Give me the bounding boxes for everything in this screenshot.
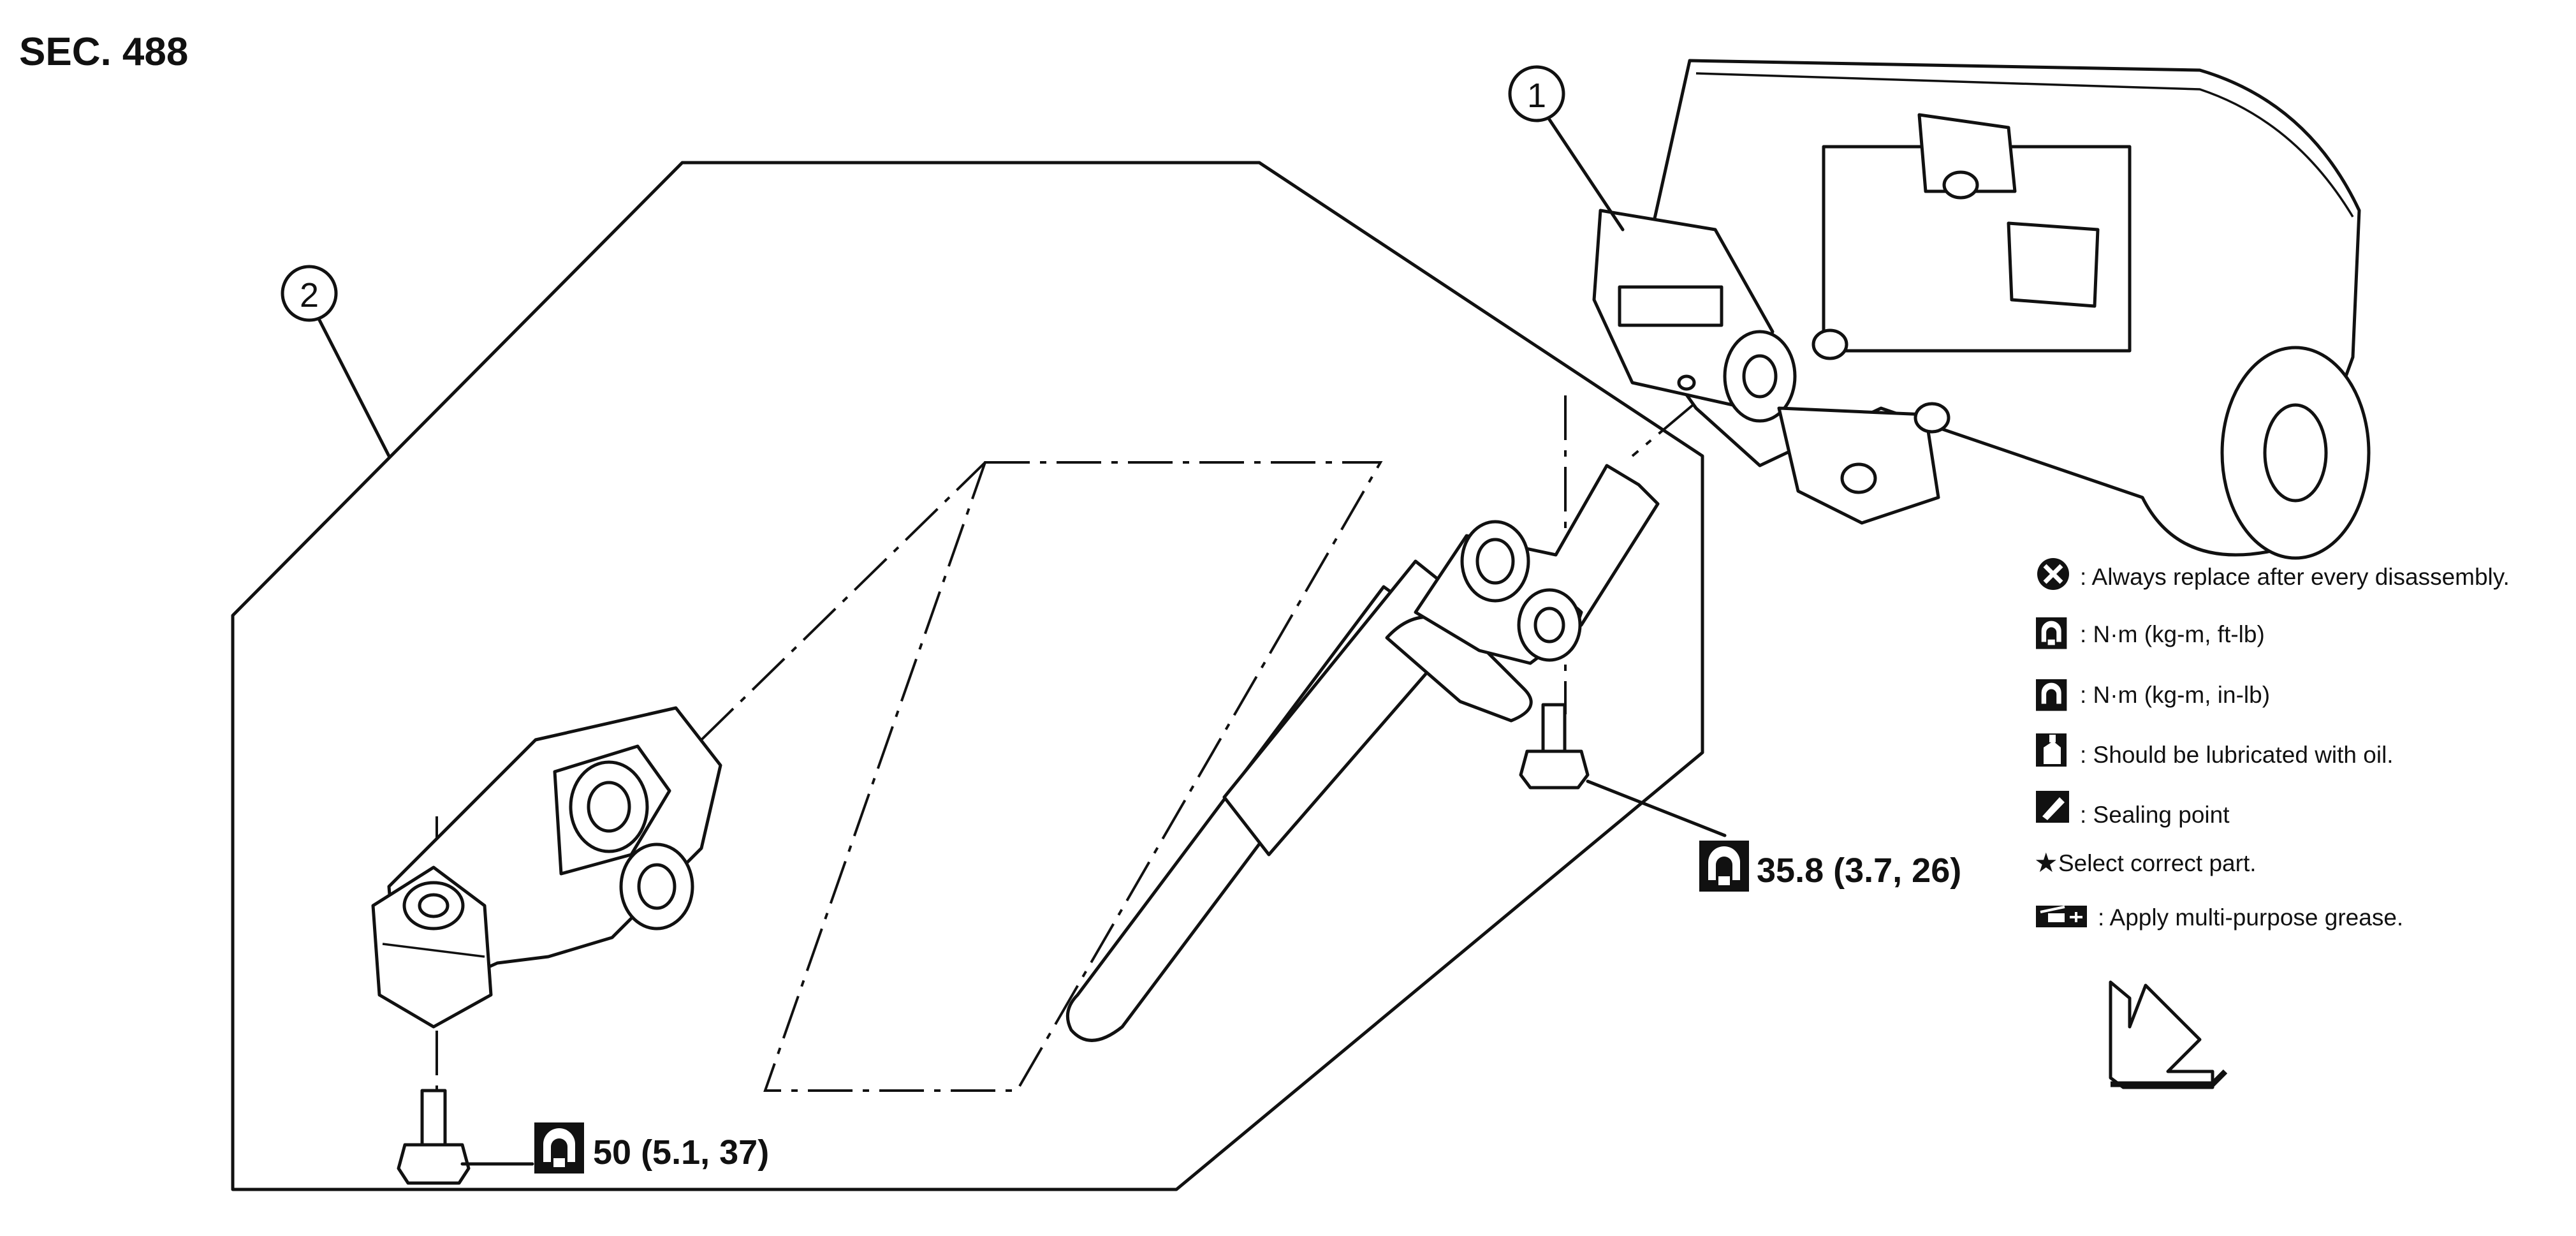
sealing-icon	[2036, 791, 2069, 823]
legend-text-torque-ftlb: : N·m (kg-m, ft-lb)	[2080, 621, 2265, 647]
section-label: SEC. 488	[19, 30, 188, 74]
callout-2-circle	[281, 265, 338, 322]
star-icon: ★	[2034, 848, 2058, 878]
upper-torque-value: 35.8 (3.7, 26)	[1757, 851, 1961, 890]
callout-1-leader	[1544, 113, 1625, 232]
torque-ftlb-icon	[2036, 617, 2067, 649]
torque-ftlb-icon	[1699, 841, 1749, 892]
legend-text-torque-inlb: : N·m (kg-m, in-lb)	[2080, 682, 2270, 708]
assembly-phantom-plane	[763, 461, 1383, 1092]
legend-text-select: Select correct part.	[2058, 850, 2257, 876]
assembly-boundary	[231, 161, 1704, 1191]
legend: : Always replace after every disassembly…	[2034, 558, 2510, 931]
shaft-yoke-link	[700, 461, 986, 741]
column-joint-axis	[1631, 404, 1694, 457]
legend-text-replace: : Always replace after every disassembly…	[2080, 564, 2510, 590]
front-direction-arrow-icon	[2109, 980, 2228, 1089]
lower-universal-joint	[371, 706, 722, 1029]
legend-text-sealing: : Sealing point	[2080, 802, 2230, 828]
callout-2-leader	[317, 317, 391, 458]
steering-column-assembly	[1592, 59, 2371, 560]
callout-1-number: 1	[1527, 77, 1546, 115]
torque-ftlb-icon	[534, 1122, 584, 1173]
legend-text-grease: : Apply multi-purpose grease.	[2098, 904, 2403, 931]
legend-text-oil: : Should be lubricated with oil.	[2080, 742, 2394, 768]
grease-icon	[2036, 906, 2087, 927]
lower-bolt	[397, 1089, 471, 1185]
callout-2-number: 2	[300, 276, 319, 314]
intermediate-shaft	[1065, 464, 1660, 1042]
oil-can-icon	[2036, 733, 2067, 767]
upper-bolt	[1519, 703, 1590, 790]
replace-x-icon	[2037, 558, 2069, 590]
lower-torque-value: 50 (5.1, 37)	[593, 1133, 769, 1172]
callout-1-circle	[1508, 65, 1565, 122]
torque-inlb-icon	[2036, 679, 2067, 711]
upper-torque-leader	[1586, 779, 1727, 837]
